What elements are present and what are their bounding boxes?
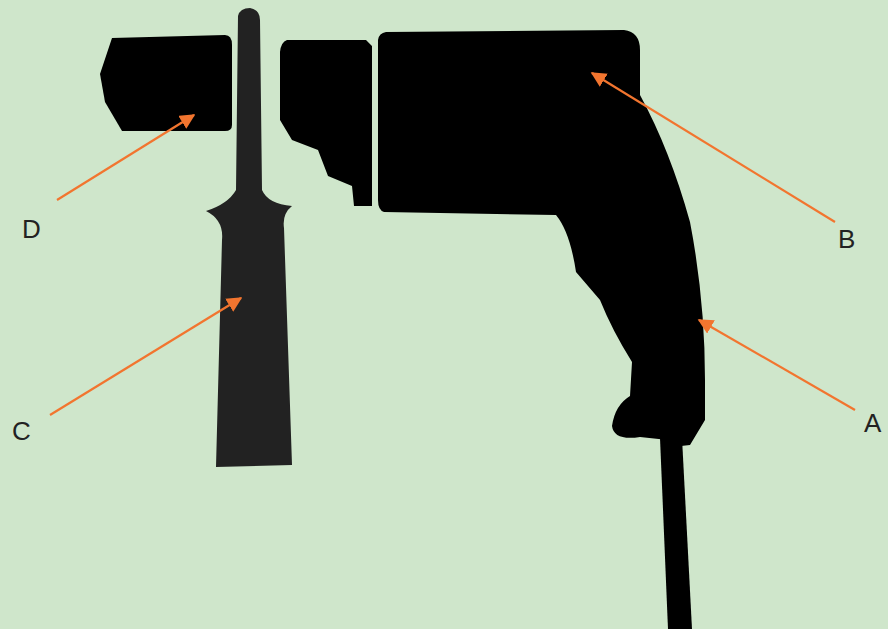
- drill-body: [378, 30, 705, 447]
- part-label: A: [864, 410, 881, 436]
- power-cord: [660, 438, 692, 629]
- leader-line: [592, 73, 835, 222]
- side-handle: [206, 8, 292, 467]
- leader-line: [57, 115, 194, 200]
- gear-housing: [280, 40, 372, 206]
- leader-line: [699, 320, 855, 410]
- drill-chuck: [100, 35, 232, 131]
- part-label: B: [838, 226, 855, 252]
- leader-line: [50, 298, 241, 415]
- part-label: D: [22, 216, 41, 242]
- part-label: C: [12, 418, 31, 444]
